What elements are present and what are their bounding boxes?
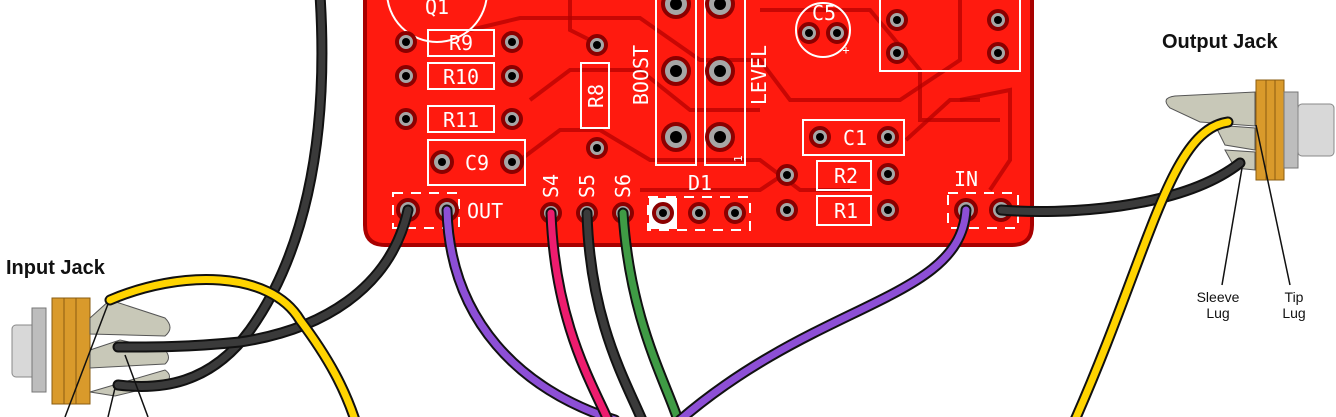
- wire-yellow-output-tip: [1070, 116, 1234, 417]
- r9-resistor: R9: [395, 29, 523, 57]
- c5-capacitor: C5 +: [795, 1, 851, 58]
- level-potentiometer: 1 LEVEL: [704, 0, 771, 166]
- d1-label: D1: [688, 171, 712, 195]
- r11-label: R11: [443, 108, 479, 132]
- output-jack: [1165, 79, 1335, 181]
- r1-resistor: R1: [776, 195, 899, 226]
- wire-purple-out: [441, 204, 620, 417]
- output-jack-label: Output Jack: [1162, 31, 1278, 53]
- c9-capacitor: C9: [427, 139, 526, 186]
- wire-yellow-input-tip: [104, 274, 360, 417]
- out-label: OUT: [467, 199, 503, 223]
- c9-label: C9: [465, 151, 489, 175]
- r8-resistor: R8: [580, 34, 610, 159]
- q1-label: Q1: [425, 0, 449, 19]
- c5-label: C5: [812, 1, 836, 25]
- r10-resistor: R10: [395, 62, 523, 90]
- r11-resistor: R11: [395, 105, 523, 133]
- boost-potentiometer: BOOST: [629, 0, 697, 166]
- wire-pink-s4: [545, 207, 613, 417]
- r2-label: R2: [834, 164, 858, 188]
- tip-lug-label-line2: Lug: [1282, 305, 1305, 321]
- r8-label: R8: [584, 84, 608, 108]
- wire-black-in-sleeve: [995, 157, 1246, 218]
- pcb-board: Q1 R9 R10 R11 C9: [363, 0, 1034, 247]
- s6-label: S6: [611, 174, 635, 198]
- sleeve-lug-label-line2: Lug: [1206, 305, 1229, 321]
- boost-label: BOOST: [629, 45, 653, 105]
- s4-label: S4: [539, 174, 563, 198]
- r9-label: R9: [449, 31, 473, 55]
- wires: [104, 0, 1246, 417]
- wire-black-s5: [581, 207, 647, 417]
- wire-black-out: [112, 204, 414, 353]
- q1-transistor: Q1: [386, 0, 488, 43]
- in-label: IN: [954, 167, 978, 191]
- input-jack: [11, 297, 171, 405]
- leader-lines: [64, 124, 1291, 417]
- ic-socket: [879, 0, 1021, 72]
- wire-purple-in: [675, 204, 972, 417]
- c1-capacitor: C1: [802, 119, 905, 156]
- r10-label: R10: [443, 65, 479, 89]
- level-label: LEVEL: [747, 45, 771, 105]
- wire-green-s6: [617, 207, 683, 417]
- d1-diode-footprint: D1: [647, 171, 751, 231]
- c1-label: C1: [843, 126, 867, 150]
- wire-black-ground-top: [112, 0, 328, 392]
- s5-label: S5: [575, 174, 599, 198]
- sleeve-lug-label-line1: Sleeve: [1197, 289, 1240, 305]
- input-jack-label: Input Jack: [6, 257, 106, 279]
- tip-lug-label-line1: Tip: [1285, 289, 1304, 305]
- r2-resistor: R2: [776, 160, 899, 191]
- c5-polarity-label: +: [842, 43, 849, 57]
- level-pin-label: 1: [732, 155, 745, 162]
- r1-label: R1: [834, 199, 858, 223]
